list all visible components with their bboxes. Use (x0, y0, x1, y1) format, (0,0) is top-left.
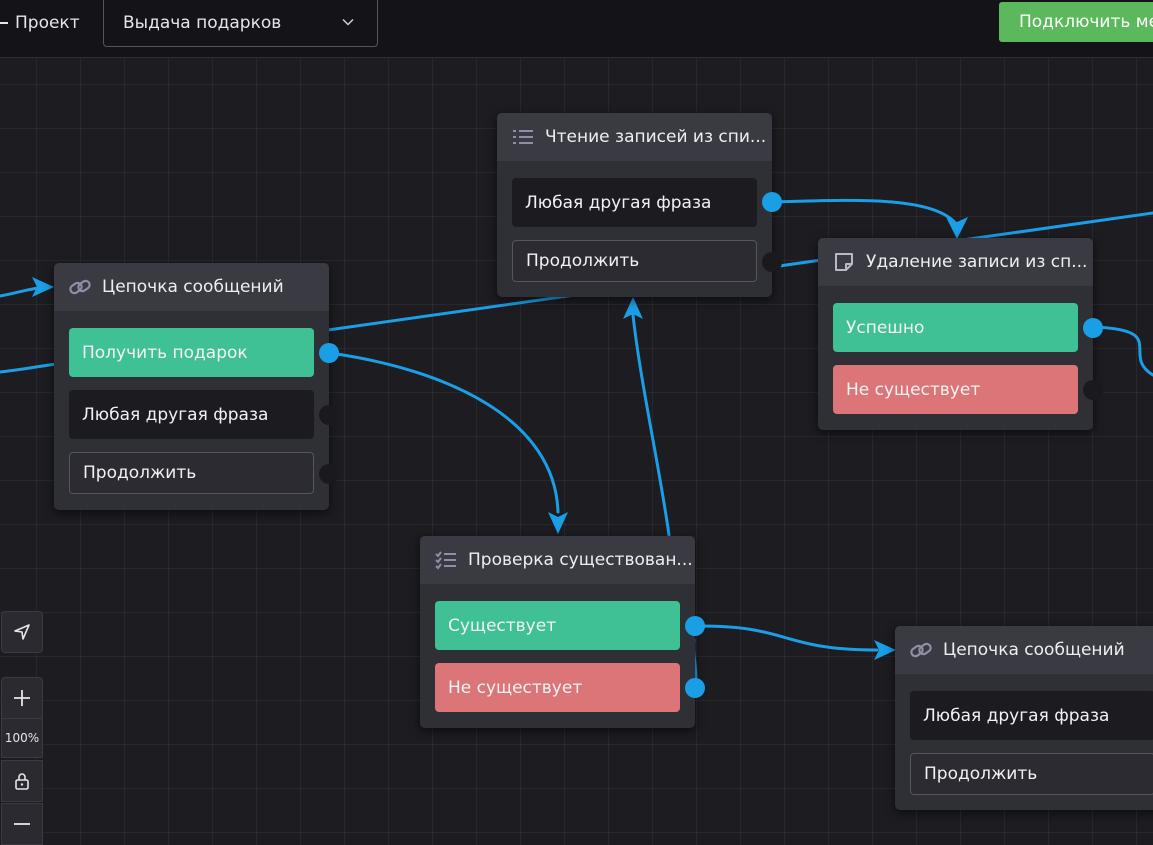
back-to-project-link[interactable]: Проект (0, 11, 80, 35)
zoom-level: 100% (1, 718, 43, 758)
arrowhead-read (623, 297, 643, 319)
option-get-gift[interactable]: Получить подарок (69, 328, 314, 377)
zoom-in-button[interactable] (1, 677, 43, 719)
arrowhead-check (548, 512, 568, 534)
output-port[interactable] (319, 464, 339, 484)
option-not-exists[interactable]: Не существует (435, 663, 680, 712)
connect-messenger-button[interactable]: Подключить ме (999, 2, 1153, 42)
arrowhead-chain1 (32, 277, 54, 297)
link-icon (910, 642, 932, 658)
node-delete-record[interactable]: Удаление записи из сп... Успешно Не суще… (818, 238, 1093, 430)
node-title: Цепочка сообщений (102, 277, 284, 297)
back-label: Проект (15, 13, 80, 33)
node-message-chain-2[interactable]: Цепочка сообщений Любая другая фраза Про… (895, 626, 1153, 810)
node-header[interactable]: Проверка существован... (420, 536, 695, 584)
project-select[interactable]: Выдача подарков (103, 0, 378, 47)
node-title: Чтение записей из спи... (545, 127, 767, 147)
option-any-phrase[interactable]: Любая другая фраза (910, 691, 1153, 740)
output-port-connected[interactable] (319, 343, 339, 363)
list-icon (513, 130, 533, 144)
option-exists[interactable]: Существует (435, 601, 680, 650)
note-icon (835, 253, 853, 271)
option-continue[interactable]: Продолжить (69, 452, 314, 494)
edge-exists-to-chain2 (694, 624, 879, 652)
arrowhead-chain2 (874, 640, 896, 660)
zoom-level-label: 100% (4, 731, 40, 745)
output-port[interactable] (762, 252, 782, 272)
node-read-records[interactable]: Чтение записей из спи... Любая другая фр… (497, 113, 772, 297)
output-port-connected[interactable] (1083, 318, 1103, 338)
output-port-connected[interactable] (762, 192, 782, 212)
top-bar: Проект Выдача подарков Подключить ме (0, 0, 1153, 58)
edge-read-to-delete (770, 198, 959, 227)
checklist-icon (435, 551, 456, 570)
edge-success-out (1092, 325, 1153, 377)
lock-icon (15, 773, 29, 790)
link-icon (69, 279, 91, 295)
navigate-icon (14, 624, 30, 640)
node-header[interactable]: Удаление записи из сп... (818, 238, 1093, 286)
node-title: Цепочка сообщений (943, 640, 1125, 660)
project-select-value: Выдача подарков (123, 13, 282, 33)
zoom-in-icon (14, 690, 30, 706)
navigate-button[interactable] (1, 611, 43, 653)
zoom-out-button[interactable] (1, 803, 43, 845)
node-header[interactable]: Цепочка сообщений (895, 626, 1153, 674)
node-header[interactable]: Цепочка сообщений (54, 263, 329, 311)
node-check-existence[interactable]: Проверка существован... Существует Не су… (420, 536, 695, 728)
back-arrow-icon (0, 22, 8, 24)
lock-button[interactable] (1, 760, 43, 802)
zoom-out-icon (14, 823, 30, 825)
option-success[interactable]: Успешно (833, 303, 1078, 352)
output-port[interactable] (319, 405, 339, 425)
arrowhead-delete (946, 217, 968, 239)
node-message-chain[interactable]: Цепочка сообщений Получить подарок Любая… (54, 263, 329, 510)
edge-left-into-chain1 (0, 362, 59, 374)
output-port-connected[interactable] (685, 616, 705, 636)
output-port-connected[interactable] (685, 678, 705, 698)
edge-check-to-read (631, 313, 671, 537)
node-header[interactable]: Чтение записей из спи... (497, 113, 772, 161)
output-port[interactable] (1083, 380, 1103, 400)
option-continue[interactable]: Продолжить (910, 753, 1153, 795)
chevron-down-icon (342, 18, 354, 26)
option-any-phrase[interactable]: Любая другая фраза (69, 390, 314, 439)
option-not-exists[interactable]: Не существует (833, 365, 1078, 414)
edge-gift-to-check (328, 351, 560, 514)
option-any-phrase[interactable]: Любая другая фраза (512, 178, 757, 227)
option-continue[interactable]: Продолжить (512, 240, 757, 282)
node-title: Проверка существован... (468, 550, 693, 570)
node-title: Удаление записи из сп... (866, 252, 1088, 272)
